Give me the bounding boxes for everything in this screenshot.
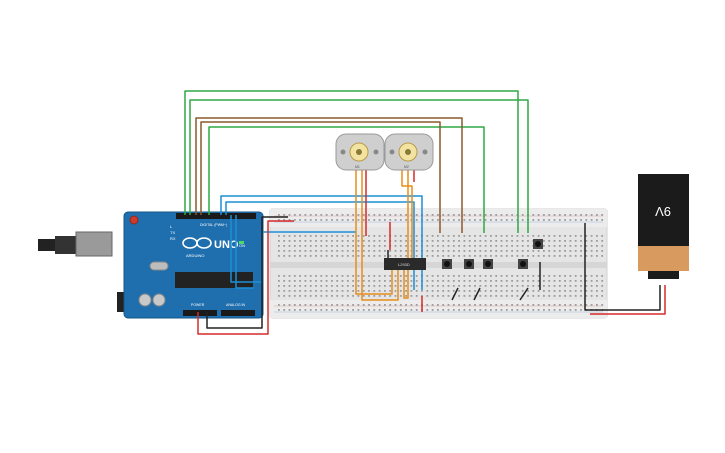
arduino-tx-label: TX bbox=[170, 230, 175, 235]
wire-green-1[interactable] bbox=[184, 90, 519, 233]
wire-red-1[interactable] bbox=[197, 220, 294, 335]
arduino-power-label: POWER bbox=[191, 303, 205, 307]
push-button-2[interactable] bbox=[464, 259, 474, 269]
wire-red-2[interactable] bbox=[590, 285, 666, 315]
arduino-model-label: UNO bbox=[214, 239, 239, 251]
wire-blue-1[interactable] bbox=[220, 195, 423, 290]
capacitor-1 bbox=[138, 293, 152, 307]
arduino-uno[interactable]: UNO ARDUINO ON L TX RX DIGITAL (PWM~) PO… bbox=[38, 211, 264, 319]
usb-plug bbox=[55, 236, 77, 254]
push-button-3[interactable] bbox=[483, 259, 493, 269]
power-header bbox=[183, 310, 217, 316]
wires bbox=[184, 90, 666, 335]
breadboard[interactable] bbox=[269, 208, 608, 319]
motor-2-label: M2 bbox=[404, 165, 409, 169]
motor-1[interactable]: M1 bbox=[335, 133, 385, 171]
push-button-5[interactable] bbox=[533, 239, 543, 249]
on-led bbox=[239, 241, 244, 244]
digital-header bbox=[176, 213, 256, 219]
push-button-1[interactable] bbox=[442, 259, 452, 269]
wire-green-3[interactable] bbox=[208, 126, 485, 233]
arduino-digital-label: DIGITAL (PWM~) bbox=[200, 223, 227, 227]
arduino-on-label: ON bbox=[239, 243, 245, 248]
capacitor-2 bbox=[152, 293, 166, 307]
arduino-l-label: L bbox=[170, 224, 173, 229]
wire-black-6[interactable] bbox=[519, 287, 529, 301]
motor-1-label: M1 bbox=[355, 165, 360, 169]
wire-green-2[interactable] bbox=[189, 99, 529, 233]
push-buttons bbox=[442, 239, 543, 269]
wire-black-1[interactable] bbox=[206, 216, 288, 329]
wire-blue-2[interactable] bbox=[225, 201, 415, 290]
usb-port bbox=[75, 231, 113, 257]
wire-black-3[interactable] bbox=[584, 223, 661, 311]
wire-orange-2[interactable] bbox=[361, 170, 399, 301]
battery-9v[interactable]: 9V bbox=[638, 174, 689, 279]
driver-ic[interactable]: L293D bbox=[384, 258, 426, 270]
usb-cable bbox=[38, 239, 56, 251]
wire-brown-1[interactable] bbox=[195, 117, 463, 233]
arduino-analog-label: ANALOG IN bbox=[226, 303, 246, 307]
wire-orange-1[interactable] bbox=[355, 170, 393, 295]
wire-black-4[interactable] bbox=[451, 287, 459, 301]
push-button-4[interactable] bbox=[518, 259, 528, 269]
motor-2[interactable]: M2 bbox=[384, 133, 434, 171]
battery-label: 9V bbox=[655, 204, 671, 219]
driver-ic-label: L293D bbox=[398, 262, 410, 267]
arduino-rx-label: RX bbox=[170, 236, 176, 241]
arduino-brand-label: ARDUINO bbox=[186, 253, 204, 258]
crystal bbox=[149, 261, 169, 271]
wire-orange-4[interactable] bbox=[403, 170, 409, 299]
arduino-logo bbox=[182, 237, 212, 249]
reset-button[interactable] bbox=[129, 215, 139, 225]
wire-brown-2[interactable] bbox=[200, 121, 441, 233]
analog-header bbox=[221, 310, 255, 316]
wire-blue-4[interactable] bbox=[235, 215, 254, 289]
wire-black-5[interactable] bbox=[473, 287, 481, 301]
arduino-board bbox=[123, 211, 264, 319]
wire-orange-3[interactable] bbox=[401, 170, 413, 270]
microcontroller-chip bbox=[175, 272, 253, 288]
